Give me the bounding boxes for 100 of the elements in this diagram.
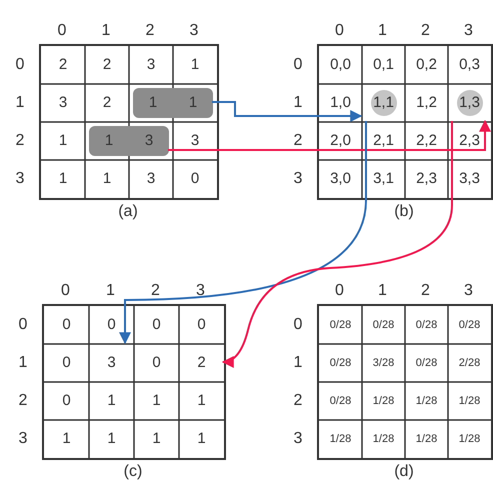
matrix-cell: 0,3: [448, 46, 491, 84]
column-index: 0: [60, 281, 71, 301]
row-index: 2: [18, 391, 28, 411]
cell-value: 1: [188, 92, 198, 113]
matrix-cell: 0,1: [362, 46, 405, 84]
row-index: 0: [292, 55, 304, 75]
column-index: 1: [105, 281, 116, 301]
cell-value: 1: [104, 130, 114, 151]
row-index: 2: [292, 391, 304, 411]
matrix-cell: 3: [89, 344, 134, 382]
matrix-grid: [42, 304, 226, 460]
matrix-cell: 2: [179, 344, 224, 382]
column-index: 2: [420, 281, 431, 301]
matrix-cell: 2/28: [448, 344, 491, 382]
matrix-cell: 1: [134, 420, 179, 458]
matrix-grid: [317, 304, 493, 460]
matrix-cell: 3,1: [362, 160, 405, 198]
column-index: 3: [188, 21, 200, 41]
column-index: 1: [377, 21, 388, 41]
matrix-cell: 3,3: [448, 160, 491, 198]
matrix-cell: 2: [85, 84, 129, 122]
arrow: [119, 121, 367, 344]
matrix-cell: 3: [41, 84, 85, 122]
row-index: 2: [14, 131, 26, 151]
matrix-cell: 0: [44, 382, 89, 420]
row-index: 0: [14, 55, 26, 75]
matrix-cell: 1,3: [448, 84, 491, 122]
matrix-cell: 1/28: [362, 382, 405, 420]
matrix-grid: [39, 44, 219, 200]
matrix-cell: 1: [41, 122, 85, 160]
matrix-cell: 2,3: [405, 160, 448, 198]
column-index: 1: [100, 21, 112, 41]
arrow: [168, 120, 491, 151]
row-index: 1: [292, 353, 304, 373]
matrix-cell: 0: [134, 306, 179, 344]
matrix-cell: 1,1: [362, 84, 405, 122]
row-index: 1: [14, 93, 26, 113]
panel-caption: (b): [393, 202, 415, 222]
row-index: 2: [292, 131, 304, 151]
row-index: 3: [292, 429, 304, 449]
matrix-cell: 1: [173, 46, 217, 84]
column-index: 0: [56, 21, 68, 41]
column-index: 2: [420, 21, 431, 41]
matrix-cell: 1/28: [405, 420, 448, 458]
matrix-cell: 0: [89, 306, 134, 344]
matrix-cell: 3: [173, 122, 217, 160]
matrix-cell: 0/28: [319, 382, 362, 420]
matrix-cell: 0/28: [405, 344, 448, 382]
matrix-cell: 1,2: [405, 84, 448, 122]
matrix-cell: 1: [179, 382, 224, 420]
row-index: 0: [292, 315, 304, 335]
matrix-cell: 2,2: [405, 122, 448, 160]
matrix-cell: 2,0: [319, 122, 362, 160]
matrix-cell: 0: [134, 344, 179, 382]
matrix-cell: 0,0: [319, 46, 362, 84]
highlight-block: [89, 126, 169, 156]
matrix-cell: 1/28: [448, 420, 491, 458]
matrix-grid: [317, 44, 493, 200]
matrix-cell: 1: [179, 420, 224, 458]
matrix-cell: 0/28: [448, 306, 491, 344]
matrix-cell: 0: [44, 306, 89, 344]
matrix-cell: 3,0: [319, 160, 362, 198]
matrix-cell: 0/28: [405, 306, 448, 344]
highlight-block: [133, 88, 213, 118]
arrow: [212, 101, 362, 122]
matrix-cell: 3/28: [362, 344, 405, 382]
matrix-cell: 2,3: [448, 122, 491, 160]
row-index: 1: [18, 353, 28, 373]
matrix-cell: 0/28: [319, 344, 362, 382]
row-index: 3: [292, 169, 304, 189]
matrix-cell: 0/28: [362, 306, 405, 344]
matrix-cell: 2,1: [362, 122, 405, 160]
matrix-cell: 1,0: [319, 84, 362, 122]
cell-value: 3: [144, 130, 154, 151]
panel-caption: (a): [117, 202, 139, 222]
column-index: 2: [144, 21, 156, 41]
matrix-cell: 1: [85, 160, 129, 198]
column-index: 1: [377, 281, 388, 301]
matrix-cell: 0: [173, 160, 217, 198]
row-index: 0: [18, 315, 28, 335]
arrow: [222, 121, 453, 368]
column-index: 0: [334, 21, 345, 41]
matrix-cell: 1: [41, 160, 85, 198]
matrix-cell: 1/28: [362, 420, 405, 458]
matrix-cell: 1/28: [405, 382, 448, 420]
row-index: 3: [18, 429, 28, 449]
matrix-cell: 3: [129, 160, 173, 198]
matrix-cell: 2: [41, 46, 85, 84]
matrix-cell: 1: [44, 420, 89, 458]
column-index: 3: [463, 21, 474, 41]
column-index: 2: [150, 281, 161, 301]
matrix-cell: 0/28: [319, 306, 362, 344]
matrix-cell: 1/28: [319, 420, 362, 458]
panel-caption: (d): [393, 462, 415, 482]
row-index: 3: [14, 169, 26, 189]
matrix-cell: 1: [134, 382, 179, 420]
panel-caption: (c): [122, 462, 144, 482]
column-index: 0: [334, 281, 345, 301]
row-index: 1: [292, 93, 304, 113]
matrix-cell: 1: [89, 420, 134, 458]
